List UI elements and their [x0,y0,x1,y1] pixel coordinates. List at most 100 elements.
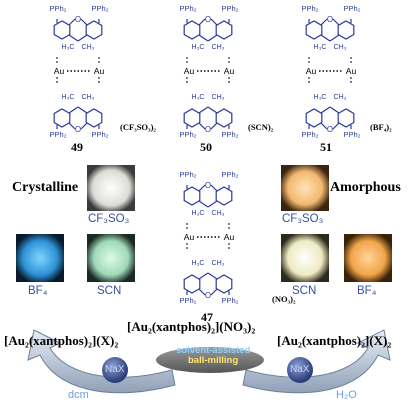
oxygen-atom: O [75,125,81,134]
gold-atom: Au [184,232,195,242]
molecule-number-49: 49 [71,140,83,154]
aromatic-ring [85,20,103,40]
gold-atom: Au [184,66,195,76]
anion-label-47: (NO₃)₂ [272,294,296,304]
gold-atom: Au [224,232,235,242]
methyl-label: CH₃ [334,44,347,51]
molecule-number-50: 50 [200,140,212,154]
oxygen-atom: O [205,181,211,190]
methyl-label: CH₃ [212,94,225,101]
phosphine-label: PPh₂ [221,170,238,179]
aromatic-ring [183,186,201,206]
ball-mill-jar [156,347,264,373]
phosphine-label: PPh₂ [49,4,66,13]
phosphine-label: PPh₂ [221,130,238,139]
gold-atom: Au [346,66,357,76]
reagent-label-right: NaX [290,364,310,375]
oxygen-atom: O [205,15,211,24]
aromatic-ring [53,108,71,128]
reagent-label-left: NaX [105,364,125,375]
phosphine-label: PPh₂ [301,130,318,139]
phosphine-label: PPh₂ [179,296,196,305]
methyl-label: H₃C [192,94,205,101]
aromatic-ring [215,274,233,294]
powder-label-crystalline-cf3so3: CF₃SO₃ [88,213,130,225]
crystalline-label: Crystalline [12,180,79,195]
aromatic-ring [53,20,71,40]
phosphine-label: PPh₂ [221,296,238,305]
oxygen-atom: O [75,15,81,24]
solvent-label-left: dcm [68,389,89,401]
gold-atom: Au [94,66,105,76]
process-label-milling: ball-milling [188,355,239,366]
powder-label-crystalline-scn: SCN [97,285,122,297]
aromatic-ring [337,20,355,40]
aromatic-ring [215,108,233,128]
aromatic-ring [183,20,201,40]
phosphine-label: PPh₂ [91,4,108,13]
nax-ball-left [102,357,128,383]
powder-label-crystalline-bf4: BF₄ [28,285,48,297]
gold-atom: Au [54,66,65,76]
molecule-number-47: 47 [201,310,213,324]
methyl-label: H₃C [192,44,205,51]
methyl-label: CH₃ [82,94,95,101]
powder-photo-amorphous-bf4 [344,234,392,282]
phosphine-label: PPh₂ [91,130,108,139]
methyl-label: H₃C [192,210,205,217]
gold-atom: Au [306,66,317,76]
methyl-label: H₃C [192,260,205,267]
aromatic-ring [183,274,201,294]
nax-ball-right [287,357,313,383]
phosphine-label: PPh₂ [179,170,196,179]
powder-label-amorphous-scn: SCN [292,285,317,297]
methyl-label: CH₃ [334,94,347,101]
phosphine-label: PPh₂ [221,4,238,13]
aromatic-ring [183,108,201,128]
powder-label-amorphous-bf4: BF₄ [357,285,377,297]
aromatic-ring [305,20,323,40]
powder-photo-crystalline-cf3so3 [87,165,135,211]
oxygen-atom: O [327,15,333,24]
oxygen-atom: O [327,125,333,134]
molecule-number-51: 51 [320,140,332,154]
methyl-label: H₃C [314,44,327,51]
anion-label-51: (BF₄)₂ [370,122,392,132]
phosphine-label: PPh₂ [301,4,318,13]
methyl-label: CH₃ [212,260,225,267]
aromatic-ring [337,108,355,128]
methyl-label: CH₃ [212,210,225,217]
powder-photo-amorphous-scn [281,234,329,282]
methyl-label: H₃C [62,44,75,51]
powder-photo-crystalline-bf4 [16,234,64,282]
aromatic-ring [215,186,233,206]
phosphine-label: PPh₂ [179,4,196,13]
powder-photo-crystalline-scn [87,234,135,282]
methyl-label: CH₃ [82,44,95,51]
aromatic-ring [215,20,233,40]
anion-label-50: (SCN)₂ [248,122,274,132]
process-label-solvent: solvent-assisted [176,345,251,356]
phosphine-label: PPh₂ [49,130,66,139]
phosphine-label: PPh₂ [343,4,360,13]
oxygen-atom: O [205,291,211,300]
oxygen-atom: O [205,125,211,134]
aromatic-ring [305,108,323,128]
methyl-label: H₃C [314,94,327,101]
aromatic-ring [85,108,103,128]
center-formula: [Au₂(xantphos)₂](NO₃)₂ [127,319,256,334]
anion-label-49: (CF₃SO₃)₂ [120,122,156,132]
right-formula: [Au₂(xantphos)₂](X)₂ [277,333,392,348]
methyl-label: CH₃ [212,44,225,51]
powder-photo-amorphous-cf3so3 [281,165,329,211]
solvent-label-right: H₂O [336,389,357,401]
amorphous-label: Amorphous [330,180,401,195]
